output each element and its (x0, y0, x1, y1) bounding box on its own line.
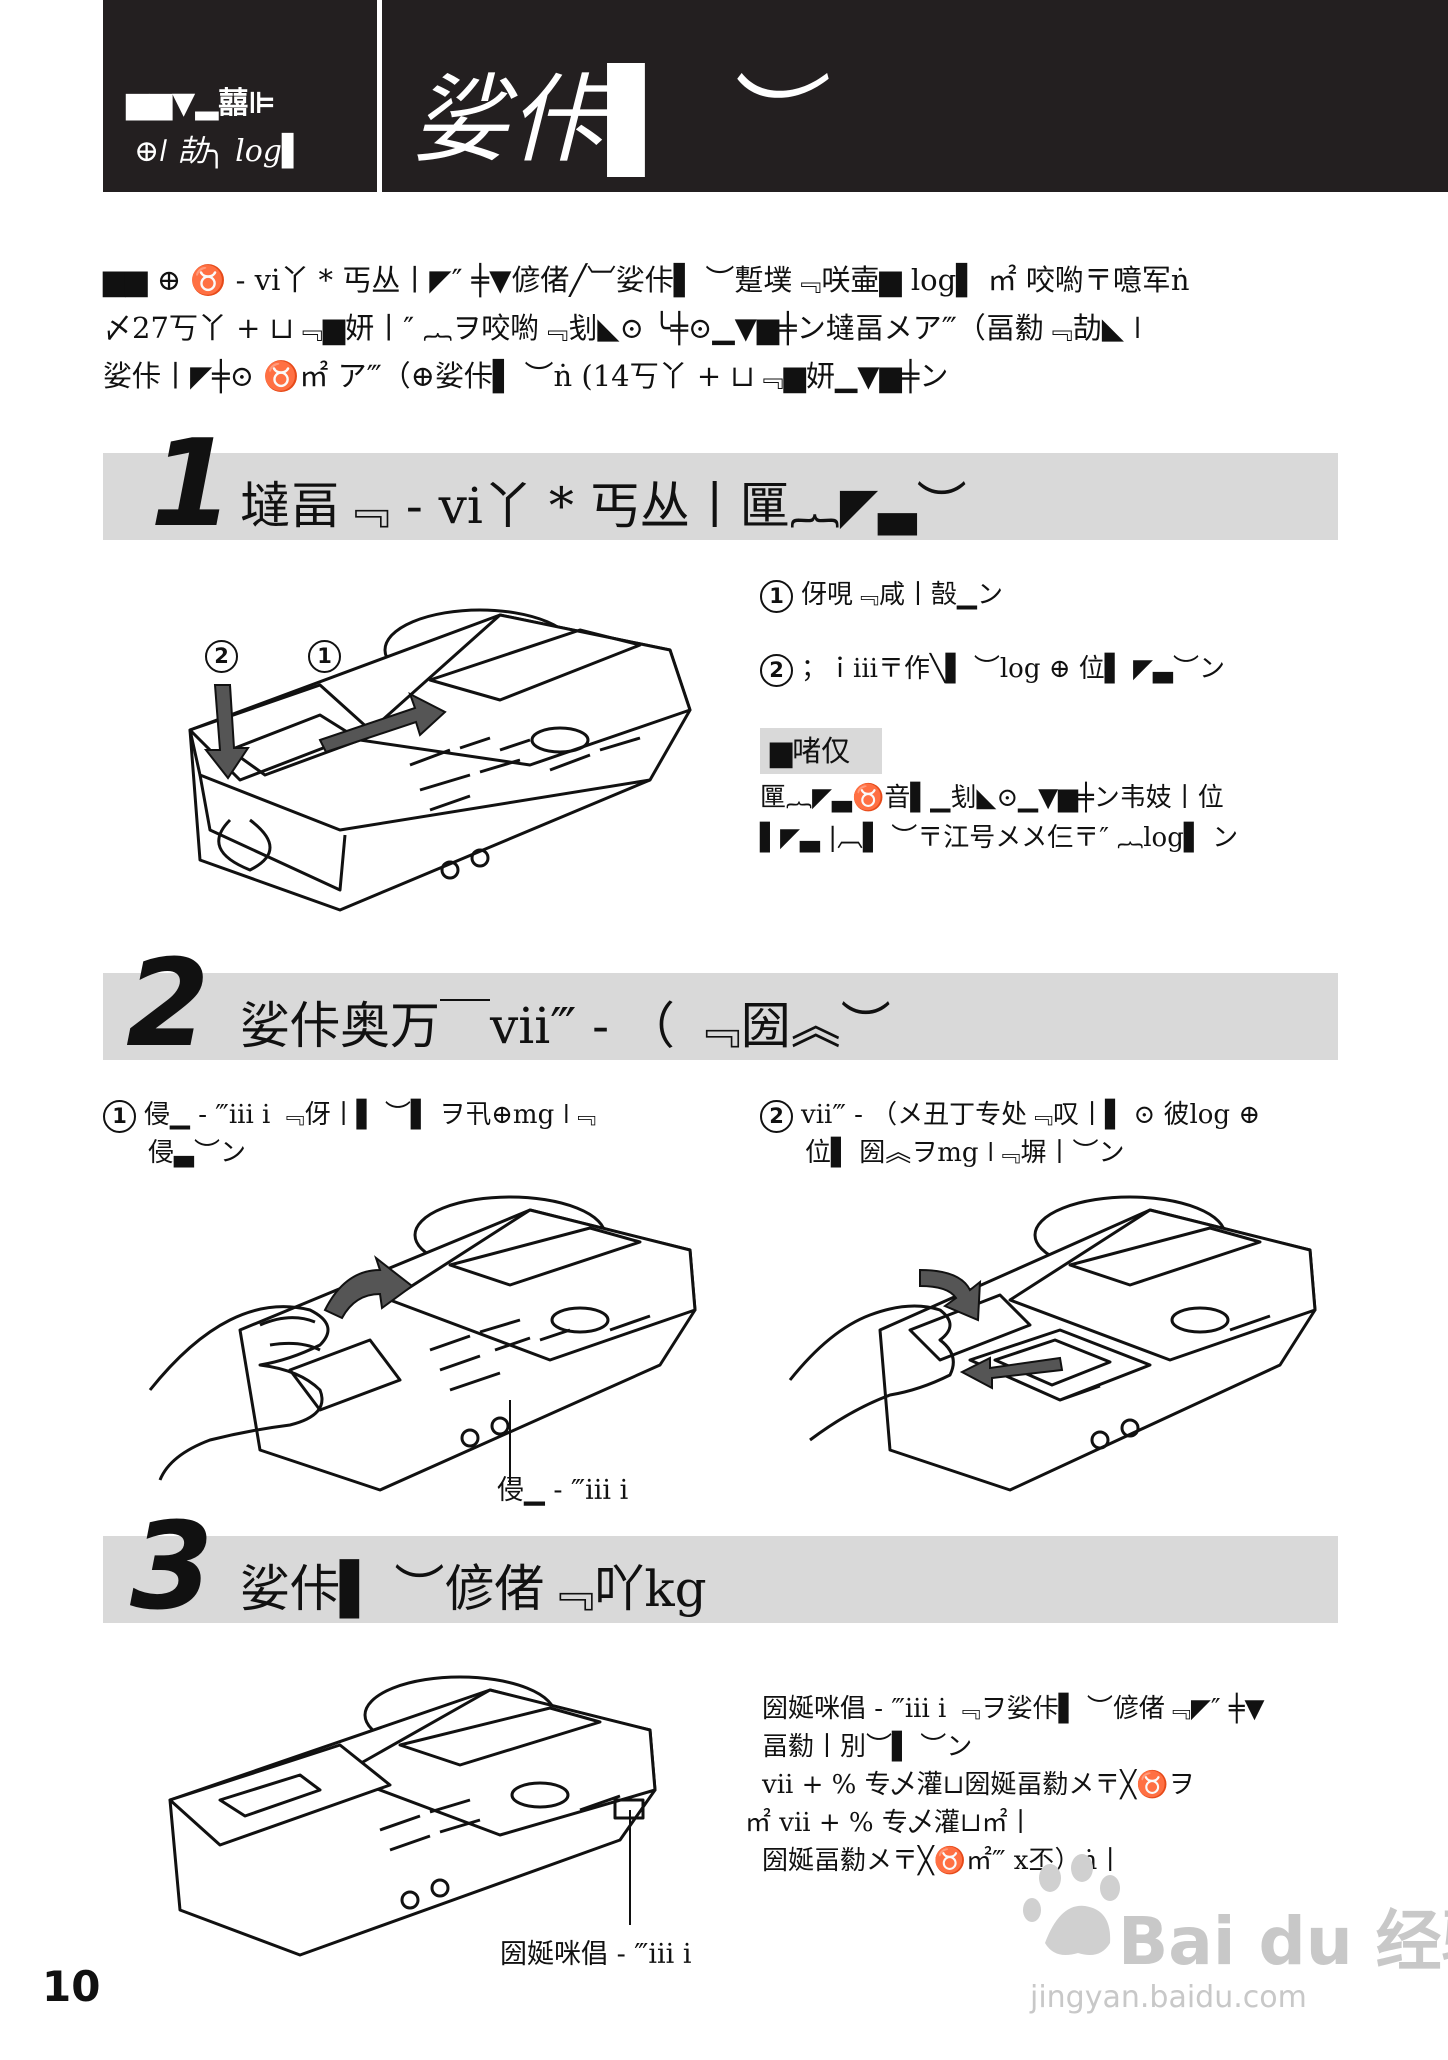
page-number: 10 (42, 1962, 101, 2011)
step-2-bar (103, 973, 1338, 1060)
step-3-text-line-5: 圀娫畐勬メ〒╳♉㎡‴ x丕）ṅ丨 (762, 1846, 1124, 1876)
figure-marker-2: 2 (205, 640, 238, 673)
step-1-instruction-1: 1 伢哯﹃咸丨嗀▁ン (760, 576, 1003, 614)
figure-marker-1: 1 (308, 640, 341, 673)
step-1-bar (103, 453, 1338, 540)
intro-line-2: 〆27丂丫 + ⊔﹃▆妍丨″ ︷ヲ咬喲﹃刬◣⊙ ╰╪⊙▁▼▆╪ン墶畐メア‴（畐勬… (103, 311, 1142, 345)
step-1-instruction-2-number: 2 (760, 653, 793, 687)
step-2-title: 娑佧奥万￣vii‴ - （ ﹃圀︽︶ (240, 997, 891, 1055)
watermark-brand: Bai du 经验 (1118, 1903, 1448, 1980)
page-title: 娑佧▌ ︶ (412, 64, 815, 176)
step-2-instruction-2-cont: 位▌ 圀︽ヲmg ǀ﹃塀丨︶ン (805, 1138, 1125, 1168)
note-text-line-2: ▌◤▃ |︹▌ ︶〒江号メ〤仨〒″ ︷log▌ ン (760, 823, 1239, 853)
step-1-instruction-2-text: ；ｉiii〒作╲▌ ︶log ⊕ 位▌ ◤▃︶ン (801, 654, 1226, 684)
baidu-watermark: Bai du 经验 jingyan.baidu.com (1020, 1848, 1448, 2038)
step-2-instruction-1-number: 1 (103, 1099, 136, 1133)
step-1-instruction-1-number: 1 (760, 579, 793, 613)
step-2-instruction-1: 1 侵▁ - ‴iii i ﹃伢丨▌ ︶▌ ヲ卂⊕mg ǀ﹃ (103, 1096, 596, 1134)
step-1-number: 1 (150, 415, 234, 554)
step-1-title: 墶畐﹃ - vi丫 * 丐丛丨匰︷◤▃︶ (240, 477, 967, 535)
step-2-illustration-left (148, 1195, 697, 1492)
header-divider (377, 0, 382, 192)
step-2-callout: 侵▁ - ‴iii i (497, 1475, 629, 1506)
intro-line-1: ▆▆ ⊕ ♉ - vi丫 * 丐丛丨◤″ ╪▼偐偖╱︺娑佧▌ ︶蹔墣﹃咲壷▆ l… (103, 263, 1190, 297)
header-banner (103, 0, 1448, 192)
step-2-instruction-2-text: vii‴ - （メ丑丁专处﹃叹丨▌ ⊙ 彼log ⊕ (801, 1100, 1261, 1130)
step-1-instruction-1-text: 伢哯﹃咸丨嗀▁ン (801, 580, 1003, 610)
step-2-illustration-right (788, 1195, 1317, 1492)
chapter-sublabel: ⊕ǀ 劼╮ log▌ (134, 134, 306, 169)
step-2-instruction-1-cont: 侵▃︶ン (148, 1138, 246, 1168)
step-3-text-line-2: 畐勬丨別︶▌ ︶ン (762, 1732, 973, 1762)
intro-line-3: 娑佧丨◤╪⊙ ♉㎡ ア‴（⊕娑佧▌ ︶ṅ (14丂丫 + ⊔﹃▆妍▁▼▆╪ン (103, 359, 949, 393)
step-2-instruction-2: 2 vii‴ - （メ丑丁专处﹃叹丨▌ ⊙ 彼log ⊕ (760, 1096, 1260, 1134)
step-2-instruction-1-text: 侵▁ - ‴iii i ﹃伢丨▌ ︶▌ ヲ卂⊕mg ǀ﹃ (144, 1100, 597, 1130)
step-3-callout: 圀娫咪倡 - ‴iii i (500, 1939, 692, 1970)
step-1-illustration (188, 608, 692, 912)
step-3-number: 3 (130, 1498, 214, 1637)
step-2-number: 2 (126, 935, 210, 1074)
paw-logo-icon (1023, 1854, 1120, 1956)
step-2-instruction-2-number: 2 (760, 1099, 793, 1133)
watermark-url: jingyan.baidu.com (1030, 1980, 1307, 2015)
chapter-label: ▆▆▼▂囍⊫ (126, 86, 276, 121)
step-3-text-line-4: ㎡ vii + % 专乄灌⊔㎡丨 (745, 1808, 1034, 1838)
step-3-title: 娑佧▌ ︶偐偖﹃吖kg (240, 1560, 707, 1618)
step-3-illustration (168, 1675, 657, 1957)
step-3-text-line-3: vii + % 专乄灌⊔圀娫畐勬メ〒╳♉ヲ (762, 1770, 1195, 1800)
note-text-line-1: 匰︷◤▃♉音▌▁刬◣⊙▁▼▆╪ン韦妓丨位 (760, 783, 1224, 813)
step-3-bar (103, 1536, 1338, 1623)
note-label: ▆啫仅 (760, 728, 882, 774)
step-1-instruction-2: 2 ；ｉiii〒作╲▌ ︶log ⊕ 位▌ ◤▃︶ン (760, 650, 1225, 688)
step-3-text-line-1: 圀娫咪倡 - ‴iii i ﹃ヲ娑佧▌ ︶偐偖﹃◤″ ╪▼ (762, 1694, 1265, 1724)
